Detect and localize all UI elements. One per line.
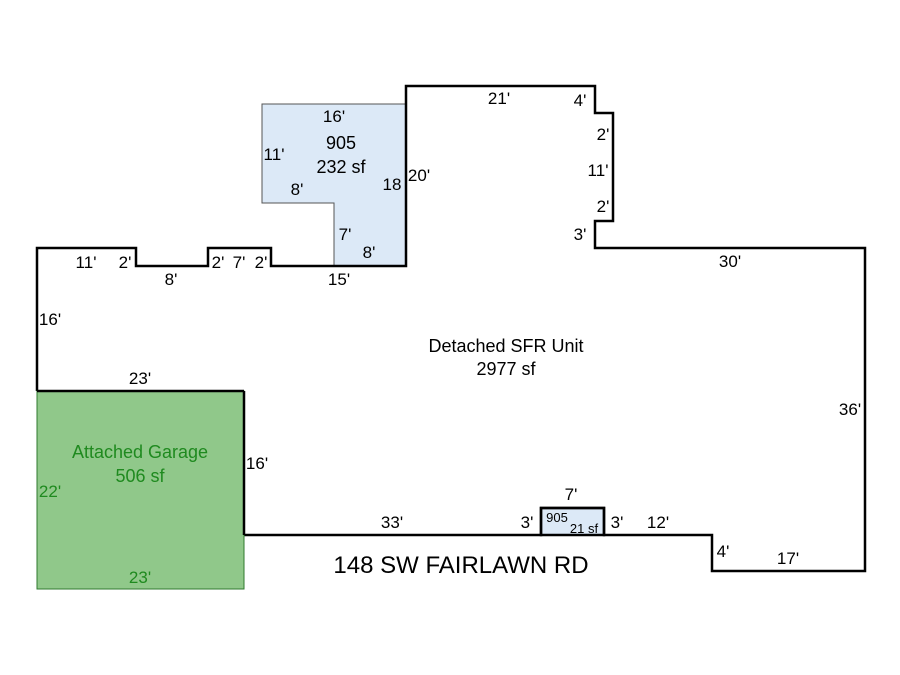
dim-step-2c: 2' (255, 253, 268, 272)
addition-bay-area: 21 sf (570, 521, 599, 536)
addition-top-dim-inner7: 7' (339, 225, 352, 244)
dim-right-36: 36' (839, 400, 861, 419)
dim-bottom-8: 8' (165, 270, 178, 289)
garage-dim-left: 22' (39, 482, 61, 501)
garage-dim-top: 23' (129, 369, 151, 388)
property-address: 148 SW FAIRLAWN RD (333, 552, 588, 579)
addition-bay-code: 905 (546, 510, 568, 525)
addition-top-area: 232 sf (316, 157, 366, 177)
dim-right-20: 20' (408, 166, 430, 185)
dim-top-30: 30' (719, 252, 741, 271)
dim-bay-3b: 3' (611, 513, 624, 532)
dim-top-7: 7' (233, 253, 246, 272)
main-unit-name: Detached SFR Unit (428, 336, 583, 356)
garage-dim-right: 16' (246, 454, 268, 473)
addition-top-dim-bottom8: 8' (363, 243, 376, 262)
dim-step-2b: 2' (212, 253, 225, 272)
dim-jog-2b: 2' (597, 197, 610, 216)
dim-bottom-17: 17' (777, 549, 799, 568)
garage-name: Attached Garage (72, 442, 208, 462)
addition-top-dim-right: 18 (383, 175, 402, 194)
addition-top-dim-top: 16' (323, 107, 345, 126)
dim-top-left-11: 11' (76, 253, 97, 272)
main-dwelling-outline (35, 84, 867, 573)
dim-bottom-33: 33' (381, 513, 403, 532)
addition-top-code: 905 (326, 133, 356, 153)
dim-step-2a: 2' (119, 253, 132, 272)
dim-bay-3a: 3' (521, 513, 534, 532)
garage-area-label: 506 sf (115, 466, 165, 486)
dim-bottom-12: 12' (647, 513, 669, 532)
addition-top-dim-left: 11' (264, 145, 285, 164)
dim-jog-2a: 2' (597, 125, 610, 144)
dim-jog-4: 4' (574, 91, 587, 110)
dim-left-16: 16' (39, 310, 61, 329)
dim-bottom-15: 15' (328, 270, 350, 289)
garage-dim-bottom: 23' (129, 568, 151, 587)
dim-right-11: 11' (588, 161, 609, 180)
main-unit-area: 2977 sf (476, 359, 536, 379)
dim-top-21: 21' (488, 89, 510, 108)
dim-jog-4b: 4' (717, 542, 730, 561)
dim-jog-3: 3' (574, 225, 587, 244)
addition-bay-dim-top: 7' (565, 485, 578, 504)
addition-top-dim-inner8: 8' (291, 180, 304, 199)
garage-area (36, 390, 245, 590)
